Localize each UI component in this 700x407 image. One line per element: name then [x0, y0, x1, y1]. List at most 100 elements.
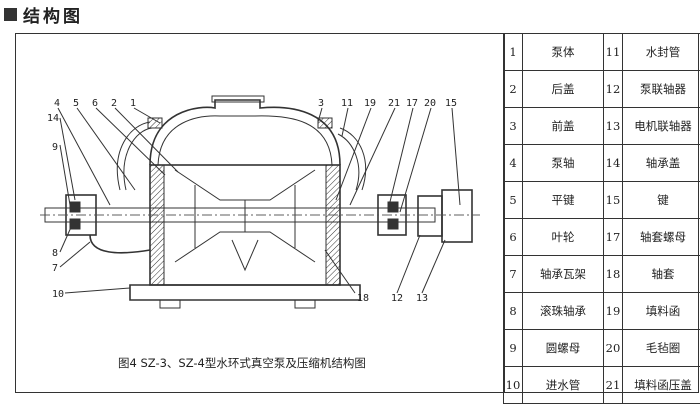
foot-right: [294, 299, 316, 309]
figure-caption: 图4 SZ-3、SZ-4型水环式真空泵及压缩机结构图: [118, 356, 366, 370]
callout-7: 7: [52, 263, 58, 274]
part-number: 10: [503, 366, 523, 404]
ball-bearing-right-lower: [387, 218, 399, 230]
callout-3: 3: [318, 98, 324, 109]
part-name: 轴承瓦架: [522, 255, 604, 293]
callout-13: 13: [416, 293, 428, 304]
callout-10: 10: [52, 289, 64, 300]
part-name: 滚珠轴承: [522, 292, 604, 330]
callout-5: 5: [73, 98, 79, 109]
part-name: 叶轮: [522, 218, 604, 256]
water-seal-pipe-right-inner: [337, 133, 360, 191]
part-name: 后盖: [522, 70, 604, 108]
water-seal-pipe-left: [116, 121, 151, 191]
part-name: 轴承盖: [622, 144, 700, 182]
part-name: 泵体: [522, 33, 604, 71]
foot-left: [159, 299, 181, 309]
part-number: 1: [503, 33, 523, 71]
impeller-upper: [174, 169, 316, 201]
part-number: 9: [503, 329, 523, 367]
pump-base: [129, 284, 361, 301]
part-number: 12: [603, 70, 623, 108]
part-number: 3: [503, 107, 523, 145]
part-number: 14: [603, 144, 623, 182]
pump-coupling: [417, 195, 443, 237]
part-number: 6: [503, 218, 523, 256]
part-name: 泵联轴器: [622, 70, 700, 108]
part-number: 11: [603, 33, 623, 71]
left-cover-flange: [147, 117, 163, 129]
part-number: 8: [503, 292, 523, 330]
part-name: 毛毡圈: [622, 329, 700, 367]
bearing-bracket-left: [89, 234, 151, 254]
ball-bearing-left: [69, 201, 81, 213]
right-cover-flange: [317, 117, 333, 129]
rear-cover-section: [149, 164, 165, 286]
part-number: 13: [603, 107, 623, 145]
callout-20: 20: [424, 98, 436, 109]
part-name: 电机联轴器: [622, 107, 700, 145]
part-number: 15: [603, 181, 623, 219]
part-number: 20: [603, 329, 623, 367]
part-name: 轴套: [622, 255, 700, 293]
part-name: 前盖: [522, 107, 604, 145]
part-number: 5: [503, 181, 523, 219]
callout-18: 18: [357, 293, 369, 304]
part-name: 填料函压盖: [622, 366, 700, 404]
part-name: 泵轴: [522, 144, 604, 182]
leader-lines: [57, 107, 461, 294]
water-seal-pipe-right: [339, 127, 367, 191]
part-number: 17: [603, 218, 623, 256]
part-number: 18: [603, 255, 623, 293]
part-name: 填料函: [622, 292, 700, 330]
callout-19: 19: [364, 98, 376, 109]
callout-1: 1: [130, 98, 136, 109]
callout-11: 11: [341, 98, 353, 109]
part-name: 轴套螺母: [622, 218, 700, 256]
callout-8: 8: [52, 248, 58, 259]
part-number: 21: [603, 366, 623, 404]
outlet-flange: [211, 95, 265, 103]
section-heading: 结构图: [4, 2, 83, 27]
part-name: 进水管: [522, 366, 604, 404]
callout-14: 14: [47, 113, 59, 124]
part-name: 水封管: [622, 33, 700, 71]
callout-6: 6: [92, 98, 98, 109]
callout-4: 4: [54, 98, 60, 109]
part-name: 键: [622, 181, 700, 219]
square-bullet-icon: [4, 7, 17, 21]
upper-casing: [149, 99, 341, 166]
callout-2: 2: [111, 98, 117, 109]
front-cover-section: [325, 164, 341, 286]
part-number: 7: [503, 255, 523, 293]
part-number: 4: [503, 144, 523, 182]
callout-9: 9: [52, 142, 58, 153]
motor-coupling: [441, 189, 473, 243]
part-name: 平键: [522, 181, 604, 219]
callout-21: 21: [388, 98, 400, 109]
impeller-lower: [174, 231, 316, 263]
impeller-vane: [231, 239, 259, 272]
part-number: 19: [603, 292, 623, 330]
section-heading-text: 结构图: [23, 6, 83, 27]
upper-casing-inner: [157, 115, 333, 166]
part-name: 圆螺母: [522, 329, 604, 367]
callout-12: 12: [391, 293, 403, 304]
ball-bearing-left-lower: [69, 218, 81, 230]
part-number: 2: [503, 70, 523, 108]
ball-bearing-right: [387, 201, 399, 213]
callout-15: 15: [445, 98, 457, 109]
water-seal-pipe-left-inner: [123, 127, 153, 191]
